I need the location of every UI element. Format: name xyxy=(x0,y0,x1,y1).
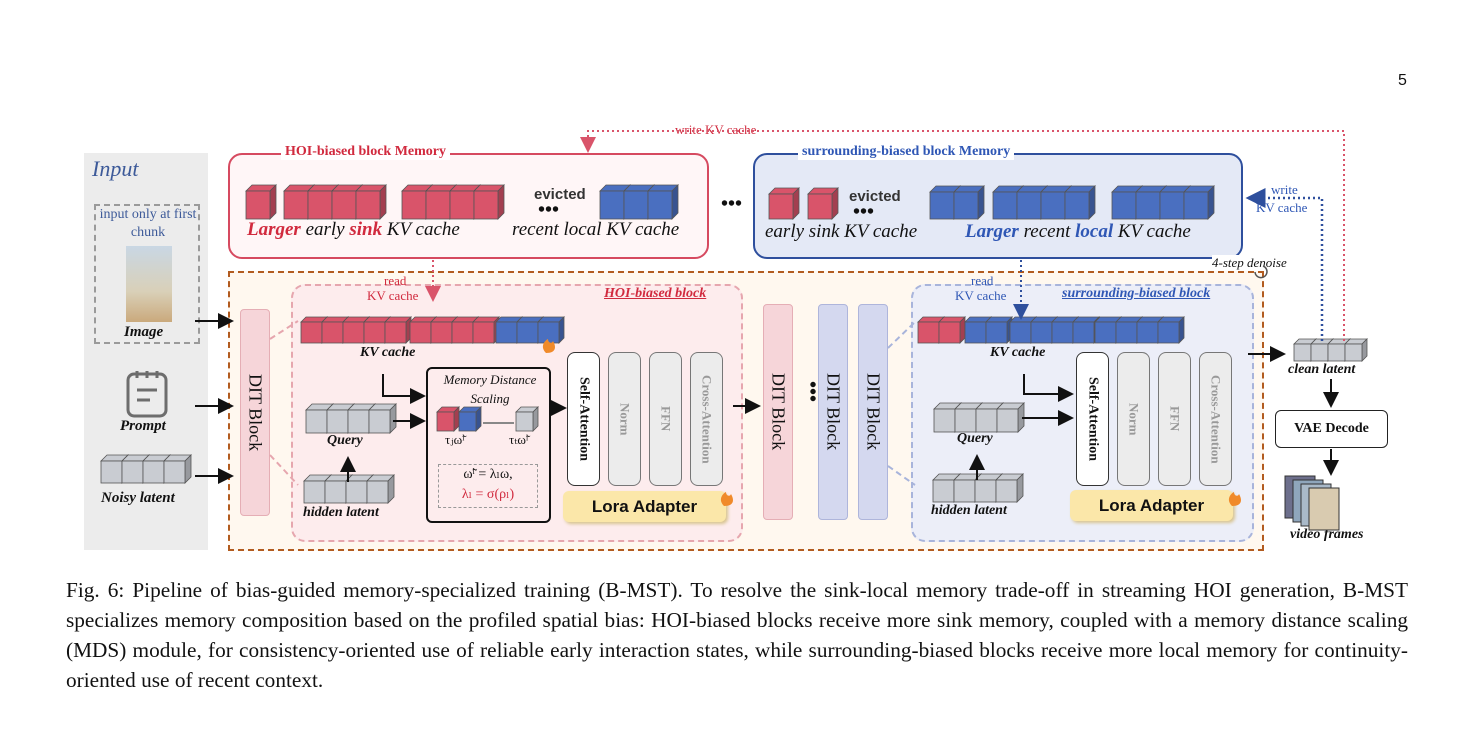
surrounding-recent-caption: Larger recent local KV cache xyxy=(965,221,1191,243)
tau-t-label: τₜω̃ˡ xyxy=(509,432,529,447)
hoi-memory-box xyxy=(228,153,709,259)
first-chunk-box xyxy=(94,204,200,344)
input-title: Input xyxy=(92,156,139,181)
hoi-memory-title: HOI-biased block Memory xyxy=(281,144,450,160)
early-word: early xyxy=(300,219,350,240)
four-step-denoise: 4-step denoise xyxy=(1212,255,1287,271)
dit-block-first: DIT Block xyxy=(240,309,270,516)
self-attention-label: Self-Attention xyxy=(576,377,592,461)
ffn-sur: FFN xyxy=(1158,352,1191,486)
surrounding-early-caption: early sink KV cache xyxy=(765,221,918,242)
dit-label: DIT Block xyxy=(823,373,844,451)
kv-word: KV cache xyxy=(1113,221,1191,242)
read-label-sur: read xyxy=(971,273,994,288)
latent-cube xyxy=(1344,338,1368,362)
lora-adapter-sur: Lora Adapter xyxy=(1070,490,1233,521)
lora-label: Lora Adapter xyxy=(1098,495,1205,515)
self-attention-label: Self-Attention xyxy=(1085,377,1101,461)
first-chunk-note: input only at first chunk xyxy=(99,207,197,240)
vae-label: VAE Decode xyxy=(1294,421,1369,436)
mds-formula: ω̃ˡ = λₗω, λₗ = σ(ρₗ) xyxy=(438,464,538,508)
formula-line-2: λₗ = σ(ρₗ) xyxy=(461,487,515,502)
prompt-label: Prompt xyxy=(120,418,166,434)
mds-title-2: Scaling xyxy=(470,391,510,406)
video-frames-label: video frames xyxy=(1290,527,1364,542)
kv-word: KV cache xyxy=(382,219,460,240)
kv-cache-label-sur: KV cache xyxy=(990,345,1046,360)
latent-cube xyxy=(1327,338,1351,362)
norm-hoi: Norm xyxy=(608,352,641,486)
write-label: write xyxy=(1271,182,1298,197)
norm-label: Norm xyxy=(617,402,633,436)
write-kv-label: write KV cache xyxy=(673,122,759,138)
self-attention-sur: Self-Attention xyxy=(1076,352,1109,486)
figure-caption: Fig. 6: Pipeline of bias-guided memory-s… xyxy=(66,578,1408,692)
dit-block-mid-blue-1: DIT Block xyxy=(818,304,848,520)
input-image xyxy=(126,246,172,322)
surrounding-memory-box xyxy=(753,153,1243,259)
surrounding-block-title: surrounding-biased block xyxy=(1062,286,1211,301)
write-kv-cache-label: KV cache xyxy=(1256,200,1308,215)
mds-module xyxy=(426,367,551,523)
dit-block-mid-pink: DIT Block xyxy=(763,304,793,520)
dit-label: DIT Block xyxy=(768,373,789,451)
hoi-evicted-label: evicted xyxy=(534,186,586,203)
cross-attention-label: Cross-Attention xyxy=(1208,374,1224,464)
vae-decode-box: VAE Decode xyxy=(1275,410,1388,448)
tau-j-label: τⱼω̃ˡ xyxy=(445,432,465,447)
lora-label: Lora Adapter xyxy=(591,496,698,516)
mds-title-1: Memory Distance xyxy=(443,372,537,387)
latent-cube xyxy=(1310,338,1334,362)
lora-adapter-hoi: Lora Adapter xyxy=(563,491,726,522)
surrounding-evicted-dots: ••• xyxy=(853,201,875,223)
cross-attention-sur: Cross-Attention xyxy=(1199,352,1232,486)
video-frames-icon xyxy=(1284,475,1340,531)
hidden-latent-label-hoi: hidden latent xyxy=(303,505,379,520)
ffn-hoi: FFN xyxy=(649,352,682,486)
dit-label: DIT Block xyxy=(863,373,884,451)
hidden-latent-label-sur: hidden latent xyxy=(931,503,1007,518)
dit-label: DIT Block xyxy=(245,373,266,452)
page-number: 5 xyxy=(1398,72,1407,89)
dit-ellipsis: ••• xyxy=(801,381,823,403)
ffn-label: FFN xyxy=(658,406,674,432)
formula-line-1: ω̃ˡ = λₗω, xyxy=(463,467,513,482)
read-kv-label-hoi: KV cache xyxy=(367,288,419,303)
hoi-memory-caption: Larger early sink KV cache xyxy=(247,219,460,241)
hoi-block-title: HOI-biased block xyxy=(604,286,707,301)
norm-label: Norm xyxy=(1126,402,1142,436)
noisy-latent-label: Noisy latent xyxy=(101,490,175,506)
hoi-evicted-dots: ••• xyxy=(538,199,560,221)
memory-ellipsis: ••• xyxy=(721,193,743,215)
clean-latent-label: clean latent xyxy=(1288,362,1356,377)
self-attention-hoi: Self-Attention xyxy=(567,352,600,486)
cross-attention-label: Cross-Attention xyxy=(699,374,715,464)
read-label-hoi: read xyxy=(384,273,407,288)
cross-attention-hoi: Cross-Attention xyxy=(690,352,723,486)
dit-block-mid-blue-2: DIT Block xyxy=(858,304,888,520)
local-word: local xyxy=(1075,221,1114,242)
larger-word: Larger xyxy=(965,221,1019,242)
ffn-label: FFN xyxy=(1167,406,1183,432)
norm-sur: Norm xyxy=(1117,352,1150,486)
latent-cube xyxy=(1293,338,1317,362)
kv-cache-label-hoi: KV cache xyxy=(360,345,416,360)
read-kv-label-sur: KV cache xyxy=(955,288,1007,303)
recent-word: recent xyxy=(1018,221,1076,242)
surrounding-memory-title: surrounding-biased block Memory xyxy=(798,144,1015,160)
query-label-hoi: Query xyxy=(327,433,363,448)
query-label-sur: Query xyxy=(957,431,993,446)
hoi-recent-caption: recent local KV cache xyxy=(512,219,680,240)
larger-word: Larger xyxy=(247,219,301,240)
sink-word: sink xyxy=(349,219,383,240)
image-label: Image xyxy=(124,324,164,340)
